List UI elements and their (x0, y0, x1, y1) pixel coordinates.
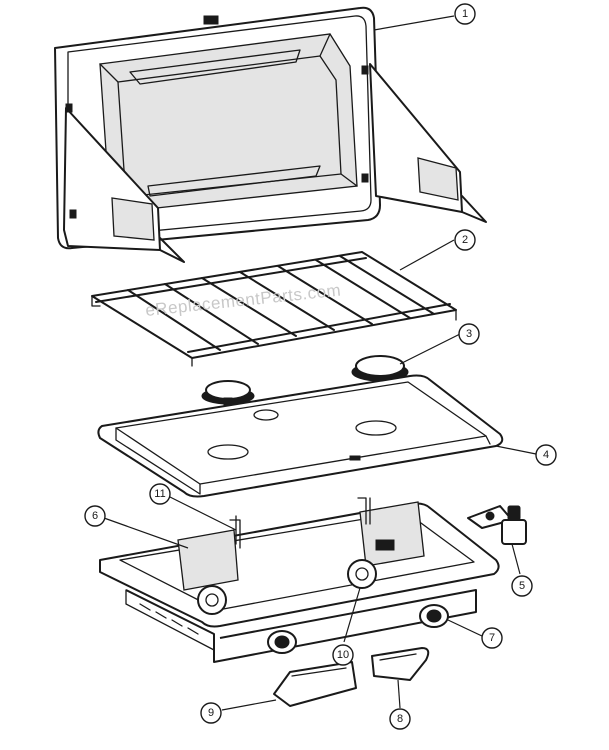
cooking-grate (91, 251, 457, 367)
callout-5: 5 (511, 575, 533, 597)
callout-1-label: 1 (462, 8, 468, 20)
valve-knobs (197, 559, 377, 615)
callout-11-label: 11 (154, 488, 165, 500)
callout-8-label: 8 (397, 713, 403, 725)
burner-caps (201, 355, 409, 415)
burner-tray (97, 374, 504, 498)
control-knobs (267, 604, 449, 654)
callout-11: 11 (149, 483, 171, 505)
base-pan (99, 497, 500, 663)
callout-7-label: 7 (489, 632, 495, 644)
callout-4: 4 (535, 444, 557, 466)
regulator (467, 505, 527, 545)
callout-2-label: 2 (462, 234, 468, 246)
callout-9: 9 (200, 702, 222, 724)
leader-lines (103, 15, 537, 711)
lid-assembly (54, 6, 487, 263)
callout-3: 3 (458, 323, 480, 345)
callout-10-label: 10 (337, 649, 349, 661)
lid-handle (273, 661, 357, 707)
callout-6-label: 6 (92, 510, 98, 522)
callout-10: 10 (332, 644, 354, 666)
callout-1: 1 (454, 3, 476, 25)
callout-3-label: 3 (466, 328, 472, 340)
callout-4-label: 4 (543, 449, 549, 461)
callout-2: 2 (454, 229, 476, 251)
callout-7: 7 (481, 627, 503, 649)
callout-8: 8 (389, 708, 411, 730)
callout-5-label: 5 (519, 580, 525, 592)
base-handle (371, 647, 430, 681)
callout-6: 6 (84, 505, 106, 527)
watermark-text: eReplacementParts.com (144, 281, 342, 320)
callout-9-label: 9 (208, 707, 214, 719)
